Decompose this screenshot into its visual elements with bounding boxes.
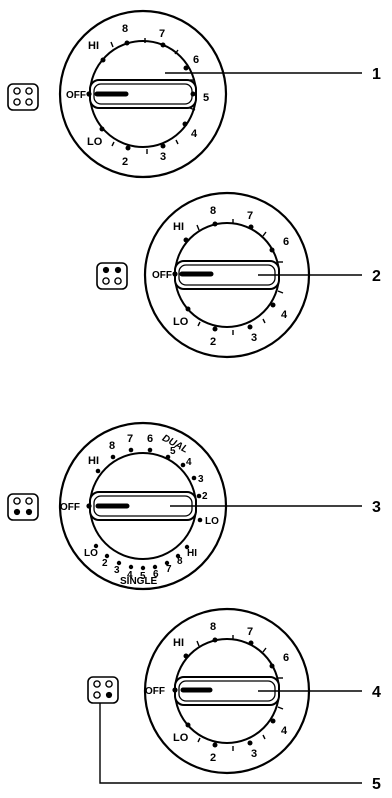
knob-1: OFF HI 8 7 6 5 4 3 2 LO (7, 9, 381, 179)
knob-1-label-8: 8 (122, 23, 128, 35)
knob-4-callout: 4 (372, 684, 381, 701)
knob-2-label-2: 2 (210, 336, 216, 348)
knob-2-label-7: 7 (247, 210, 253, 222)
knob-3-label-lo-right: LO (205, 516, 219, 527)
knob-1-label-7: 7 (159, 28, 165, 40)
knob-3-callout: 3 (372, 499, 381, 516)
knob-1-label-2: 2 (122, 156, 128, 168)
knob-3-label-s8: 8 (177, 556, 183, 567)
knob-1-label-hi: HI (88, 40, 99, 52)
cooktop-icon-2 (96, 262, 128, 290)
knob-3-label-4: 4 (186, 457, 192, 468)
knob-3-label-s4: 4 (127, 570, 133, 581)
knob-4-label-hi: HI (173, 637, 184, 649)
knob-1-handle[interactable] (89, 40, 197, 148)
knob-1-off-label: OFF (66, 90, 86, 101)
knob-2-label-6: 6 (283, 236, 289, 248)
knob-1-label-4: 4 (191, 128, 198, 140)
cooktop-icon-1 (7, 83, 39, 111)
knob-4-label-7: 7 (247, 626, 253, 638)
knob-3-label-s6: 6 (153, 569, 159, 580)
knob-4-label-lo: LO (173, 732, 189, 744)
knob-3-label-6: 6 (147, 433, 153, 445)
knob-1-label-5: 5 (203, 92, 209, 104)
callout-5-leader-line (99, 703, 362, 784)
knob-1-label-3: 3 (160, 151, 166, 163)
knob-4: OFF HI 8 7 6 4 3 2 LO 4 (87, 607, 381, 775)
knob-2-label-4: 4 (281, 309, 288, 321)
cooktop-icon-4 (87, 676, 119, 704)
knob-3-single-label: SINGLE (120, 576, 158, 587)
knob-4-label-3: 3 (251, 748, 257, 760)
knob-4-label-8: 8 (210, 621, 216, 633)
knob-2-off-label: OFF (152, 270, 172, 281)
knob-3: OFF DUAL SINGLE HI 8 7 6 5 4 3 2 LO LO 2… (7, 421, 381, 591)
cooktop-icon-3 (7, 493, 39, 521)
knob-4-label-4: 4 (281, 725, 288, 737)
knob-1-label-lo: LO (87, 136, 103, 148)
knob-2-label-3: 3 (251, 332, 257, 344)
knob-3-label-8: 8 (109, 440, 115, 452)
knob-3-label-hi: HI (88, 455, 99, 467)
knob-4-handle[interactable] (174, 638, 280, 744)
knob-3-label-s2: 2 (102, 558, 108, 569)
knob-3-label-lo-bottom: LO (84, 548, 98, 559)
callout-5: 5 (99, 703, 381, 793)
knob-3-label-2: 2 (202, 491, 208, 502)
knob-3-label-s5: 5 (140, 571, 146, 582)
callout-5-label: 5 (372, 776, 381, 793)
knob-2-label-hi: HI (173, 221, 184, 233)
knob-4-label-6: 6 (283, 652, 289, 664)
knob-1-callout: 1 (372, 66, 381, 83)
knob-3-label-5: 5 (170, 446, 176, 457)
knob-4-off-label: OFF (145, 686, 165, 697)
knob-3-off-label: OFF (60, 502, 80, 513)
knob-2-callout: 2 (372, 268, 381, 285)
knob-4-label-2: 2 (210, 752, 216, 764)
knob-3-label-7: 7 (127, 433, 133, 445)
knob-2-label-lo: LO (173, 316, 189, 328)
knob-1-label-6: 6 (193, 54, 199, 66)
knob-3-label-3: 3 (198, 474, 204, 485)
knob-3-label-s7: 7 (166, 564, 172, 575)
knob-3-label-s3: 3 (114, 565, 120, 576)
knob-2-label-8: 8 (210, 205, 216, 217)
knob-2: OFF HI 8 7 6 4 3 2 LO 2 (96, 191, 381, 359)
knob-3-label-hi-bottom: HI (187, 548, 197, 559)
